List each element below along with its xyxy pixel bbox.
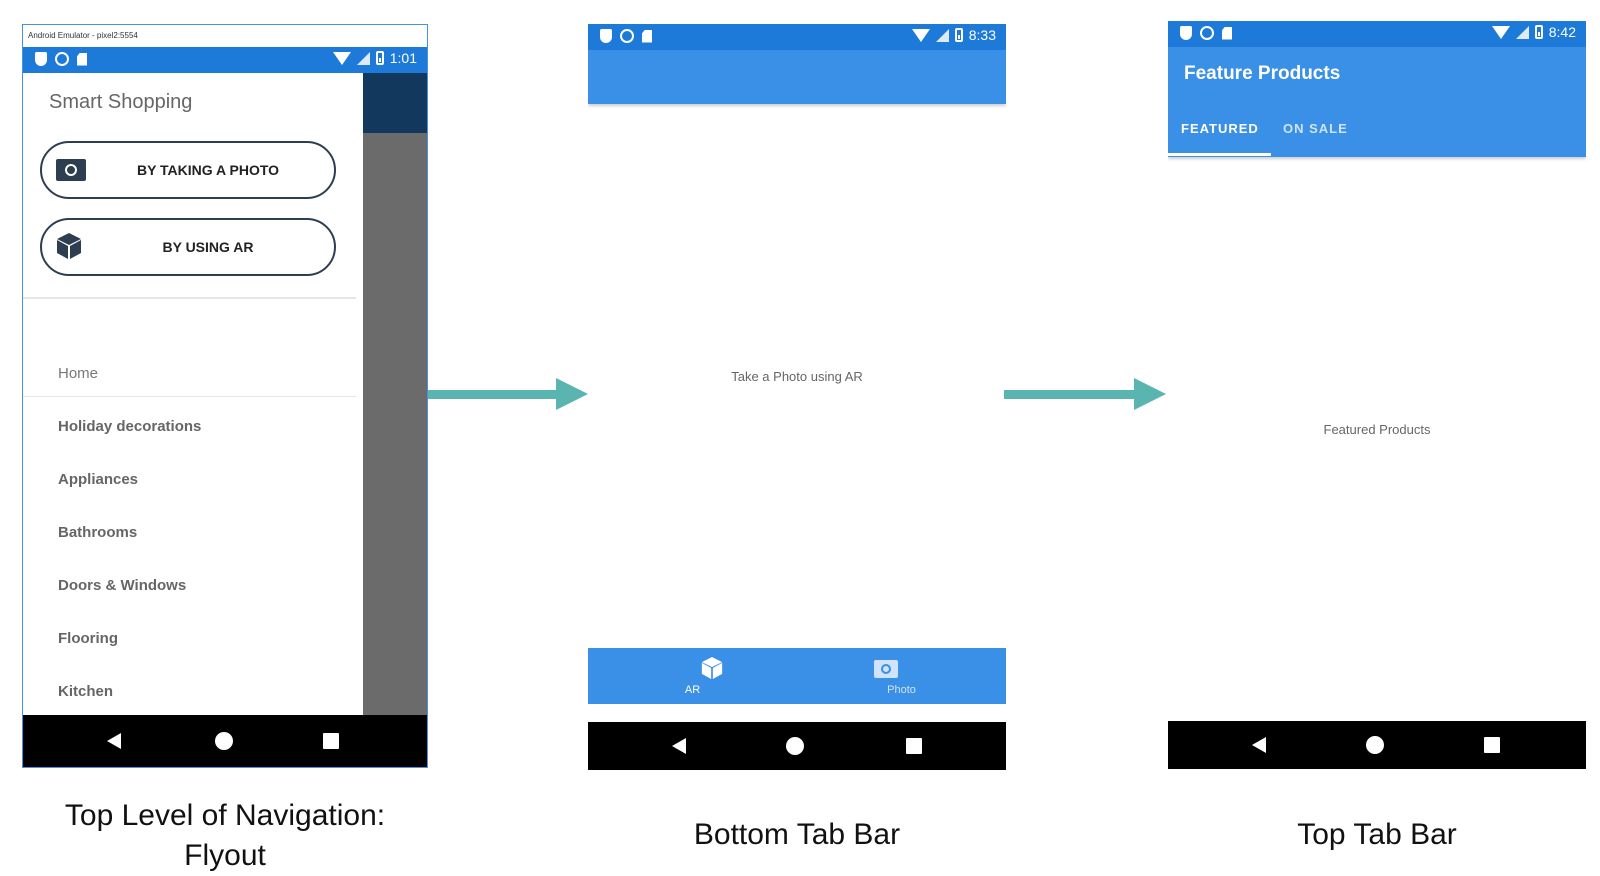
caption-bottom-tab-bar: Bottom Tab Bar [693,818,901,851]
flyout-item-holiday-decorations[interactable]: Holiday decorations [58,418,202,435]
flow-arrow-2 [1004,378,1166,410]
tab-featured[interactable]: FEATURED [1181,121,1259,136]
shield-icon [35,52,47,66]
app-toolbar-dimmed [363,73,427,133]
caption-flyout-line1: Top Level of Navigation: [64,799,386,832]
recent-apps-icon[interactable] [323,733,339,749]
cube-icon [701,657,723,679]
recent-apps-icon[interactable] [906,738,922,754]
menu-divider [23,396,356,397]
sync-icon [1200,26,1214,40]
android-nav-bar [23,715,427,767]
flyout-item-flooring[interactable]: Flooring [58,630,118,647]
bottom-tab-bar: AR Photo [588,648,1006,704]
back-icon[interactable] [672,738,686,754]
sync-icon [620,29,634,43]
home-icon[interactable] [215,732,233,750]
battery-icon [954,28,963,42]
page-content-text: Take a Photo using AR [731,369,863,384]
sd-card-icon [642,29,652,43]
shield-icon [600,29,612,43]
sd-card-icon [1222,26,1232,40]
status-bar: 8:33 [588,24,1006,50]
sd-card-icon [77,52,87,66]
take-photo-button-label: BY TAKING A PHOTO [136,162,280,178]
android-nav-bar [1168,721,1586,769]
shield-icon [1180,26,1192,40]
signal-icon [1515,25,1529,39]
flow-arrow-1 [428,378,588,410]
home-icon[interactable] [1366,736,1384,754]
sync-icon [55,52,69,66]
android-nav-bar [588,722,1006,770]
status-time: 1:01 [389,50,417,66]
status-time: 8:33 [968,27,996,43]
tab-on-sale[interactable]: ON SALE [1283,121,1348,136]
flyout-item-doors-windows[interactable]: Doors & Windows [58,577,187,594]
caption-flyout: Top Level of Navigation: Flyout [22,796,428,876]
signal-icon [356,51,370,65]
flyout-item-home[interactable]: Home [58,365,99,382]
flyout-item-kitchen[interactable]: Kitchen [58,683,114,700]
emulator-title-bar: Android Emulator - pixel2:5554 [23,25,427,47]
flyout-item-appliances[interactable]: Appliances [58,471,139,488]
use-ar-button[interactable]: BY USING AR [40,218,336,276]
tab-ar[interactable]: AR [588,648,797,704]
flyout-scrim[interactable] [363,73,427,715]
page-title: Feature Products [1184,63,1341,84]
use-ar-button-label: BY USING AR [162,239,254,255]
back-icon[interactable] [107,733,121,749]
status-bar: 1:01 [23,47,427,73]
status-time: 8:42 [1548,24,1576,40]
battery-icon [375,51,384,65]
camera-icon [56,159,86,181]
tab-photo[interactable]: Photo [797,648,1006,704]
flyout-item-bathrooms[interactable]: Bathrooms [58,524,138,541]
top-tab-phone-screen: 8:42 Feature Products FEATURED ON SALE F… [1168,21,1586,769]
bottom-tab-phone-screen: 8:33 Take a Photo using AR AR Photo [588,24,1006,770]
tab-selected-indicator [1168,153,1271,156]
app-header: Feature Products FEATURED ON SALE [1168,47,1586,157]
signal-icon [935,28,949,42]
flyout-phone-screen: Android Emulator - pixel2:5554 1:01 Smar… [22,24,428,768]
page-content-text: Featured Products [1323,422,1431,437]
flyout-menu: Smart Shopping BY TAKING A PHOTO BY USIN… [23,73,356,715]
home-icon[interactable] [786,737,804,755]
tab-photo-label: Photo [887,684,916,696]
wifi-icon [911,28,930,42]
caption-flyout-line2: Flyout [184,839,266,872]
flyout-divider [23,297,356,299]
app-toolbar [588,50,1006,104]
recent-apps-icon[interactable] [1484,737,1500,753]
cube-icon [57,233,81,259]
wifi-icon [1491,25,1510,39]
flyout-header-title: Smart Shopping [49,91,193,113]
status-bar: 8:42 [1168,21,1586,47]
camera-icon [874,660,898,678]
tab-ar-label: AR [684,684,701,696]
take-photo-button[interactable]: BY TAKING A PHOTO [40,141,336,199]
back-icon[interactable] [1252,737,1266,753]
caption-top-tab-bar: Top Tab Bar [1297,818,1457,851]
wifi-icon [332,51,351,65]
battery-icon [1534,25,1543,39]
